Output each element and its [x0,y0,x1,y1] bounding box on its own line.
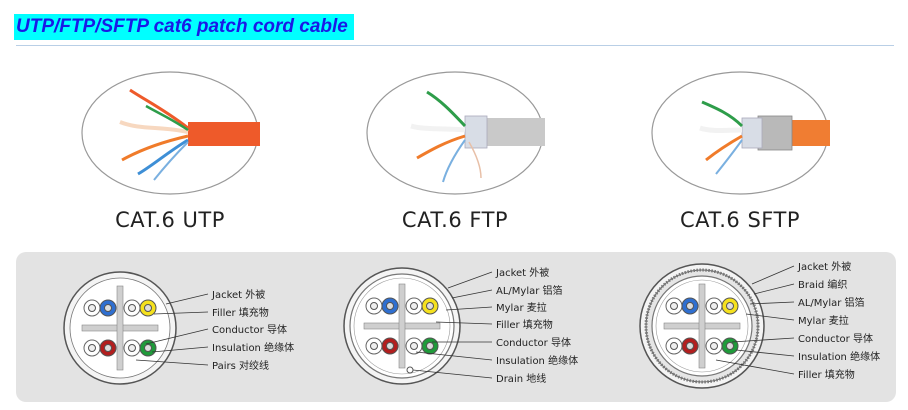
sftp-label-mylar: Mylar 麦拉 [798,314,849,327]
ftp-label-filler: Filler 填充物 [496,318,553,331]
sftp-label-jacket: Jacket 外被 [797,260,851,273]
caption-utp: CAT.6 UTP [115,208,225,232]
ftp-label-insulation: Insulation 绝缘体 [496,354,578,367]
title-divider [16,45,894,46]
sftp-label-conductor: Conductor 导体 [798,333,873,345]
utp-label-pairs: Pairs 对绞线 [212,359,269,372]
ftp-label-mylar: Mylar 麦拉 [496,301,547,314]
caption-ftp: CAT.6 FTP [401,208,509,232]
utp-label-filler: Filler 填充物 [212,306,269,319]
utp-label-jacket: Jacket 外被 [211,288,265,301]
sftp-label-braid: Braid 编织 [798,278,847,291]
cat6-ftp-photo [366,71,545,195]
cat6-sftp-photo [651,71,830,195]
caption-sftp: CAT.6 SFTP [680,208,800,232]
ftp-label-drain: Drain 地线 [496,372,546,385]
sftp-cross-section: Jacket 外被 Braid 编织 AL/Mylar 铝箔 Mylar 麦拉 … [639,260,880,389]
cross-section-panel: Jacket 外被 Filler 填充物 Conductor 导体 Insula… [16,252,896,402]
sftp-label-filler: Filler 填充物 [798,368,855,381]
utp-cross-section: Jacket 外被 Filler 填充物 Conductor 导体 Insula… [63,271,294,385]
page-title: UTP/FTP/SFTP cat6 patch cord cable [14,14,354,40]
cat6-utp-photo [81,71,260,195]
utp-jacket-shape [188,122,260,146]
ftp-label-jacket: Jacket 外被 [495,266,549,279]
sftp-label-insulation: Insulation 绝缘体 [798,350,880,363]
sftp-jacket-shape [788,120,830,146]
ftp-jacket-shape [483,118,545,146]
ftp-label-al-mylar: AL/Mylar 铝箔 [496,284,563,297]
ftp-cross-section: Jacket 外被 AL/Mylar 铝箔 Mylar 麦拉 Filler 填充… [343,266,578,385]
utp-label-conductor: Conductor 导体 [212,324,287,336]
cross-section-diagrams: Jacket 外被 Filler 填充物 Conductor 导体 Insula… [63,260,880,389]
utp-label-insulation: Insulation 绝缘体 [212,341,294,354]
sftp-label-al-mylar: AL/Mylar 铝箔 [798,296,865,309]
ftp-label-conductor: Conductor 导体 [496,337,571,349]
